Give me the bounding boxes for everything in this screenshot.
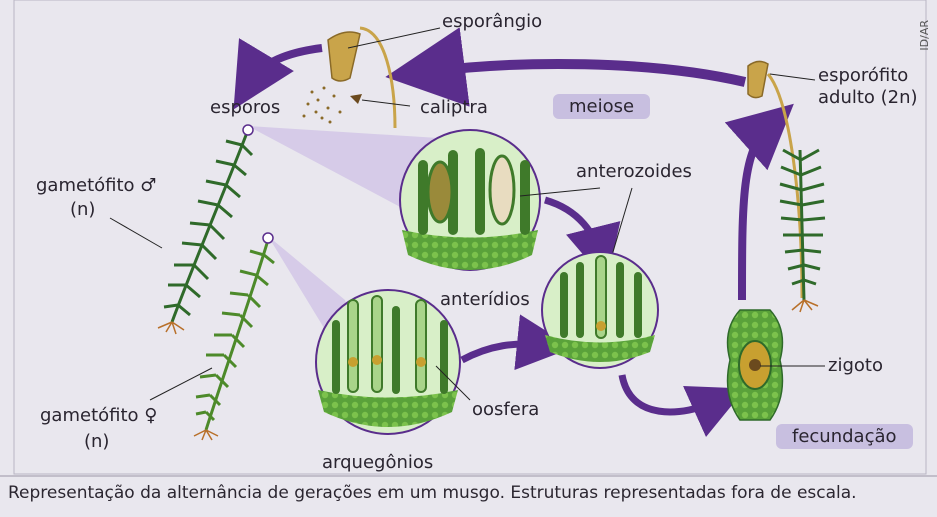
leader-esporangio bbox=[347, 27, 441, 49]
label-zigoto: zigoto bbox=[828, 355, 883, 376]
sporophyte-gametophyte-shoot bbox=[779, 148, 826, 301]
spore-dots bbox=[302, 86, 342, 124]
arrow-archegonium-to-sperm bbox=[460, 314, 573, 371]
label-esporos: esporos bbox=[210, 97, 281, 118]
arrow-fertilization-to-zygote bbox=[618, 374, 746, 438]
archegonia-circle bbox=[315, 289, 461, 435]
label-anterozoides: anterozoides bbox=[576, 161, 692, 182]
leader-anterozoides bbox=[519, 187, 601, 197]
sporophyte-rhizoids bbox=[791, 299, 819, 313]
label-anteridios: anterídios bbox=[440, 289, 530, 310]
leader-gametofito-f bbox=[149, 367, 213, 401]
label-fecundacao: fecundação bbox=[776, 424, 913, 449]
sporangium-capsule bbox=[327, 31, 361, 82]
label-gametofito-male-line2: (n) bbox=[70, 199, 96, 220]
label-esporofito-line1: esporófito bbox=[818, 65, 909, 86]
label-esporangio: esporângio bbox=[442, 11, 543, 32]
label-oosfera: oosfera bbox=[472, 399, 540, 420]
label-gametofito-female-line2: (n) bbox=[84, 431, 110, 452]
arrow-antheridium-to-sperm bbox=[543, 196, 621, 283]
male-apex-marker bbox=[242, 124, 254, 136]
antheridia-circle bbox=[399, 129, 541, 271]
label-arquegonios: arquegônios bbox=[322, 452, 434, 473]
fertilization-circle bbox=[541, 251, 659, 369]
leader-anterozoides-2 bbox=[609, 187, 633, 263]
arrow-sporophyte-to-sporangium bbox=[385, 27, 747, 107]
leader-esporofito bbox=[769, 73, 816, 81]
leader-oosfera bbox=[435, 365, 471, 401]
male-rhizoids bbox=[157, 321, 185, 335]
female-apex-marker bbox=[262, 232, 274, 244]
leader-gametofito-m bbox=[109, 217, 163, 249]
label-esporofito-line2: adulto (2n) bbox=[818, 87, 918, 108]
sporophyte-capsule bbox=[747, 60, 769, 99]
zygote-structure bbox=[726, 309, 784, 421]
male-gametophyte-shoot bbox=[163, 129, 254, 323]
female-gametophyte-shoot bbox=[195, 239, 275, 431]
label-meiose: meiose bbox=[553, 94, 651, 119]
label-gametofito-male-line1: gametófito ♂ bbox=[36, 175, 157, 196]
figure-caption: Representação da alternância de gerações… bbox=[8, 483, 857, 503]
label-gametofito-female-line1: gametófito ♀ bbox=[40, 405, 158, 426]
label-caliptra: caliptra bbox=[420, 97, 488, 118]
leader-caliptra bbox=[361, 99, 411, 107]
calyptra bbox=[350, 94, 362, 104]
arrow-zygote-to-sporophyte bbox=[724, 103, 794, 301]
image-credit: ID/AR bbox=[918, 20, 931, 51]
sporangium-seta bbox=[359, 26, 397, 129]
arrow-sporangium-to-spores bbox=[233, 38, 323, 110]
sporophyte-seta bbox=[766, 73, 804, 299]
diagram-frame bbox=[13, 0, 927, 475]
female-rhizoids bbox=[193, 429, 219, 441]
